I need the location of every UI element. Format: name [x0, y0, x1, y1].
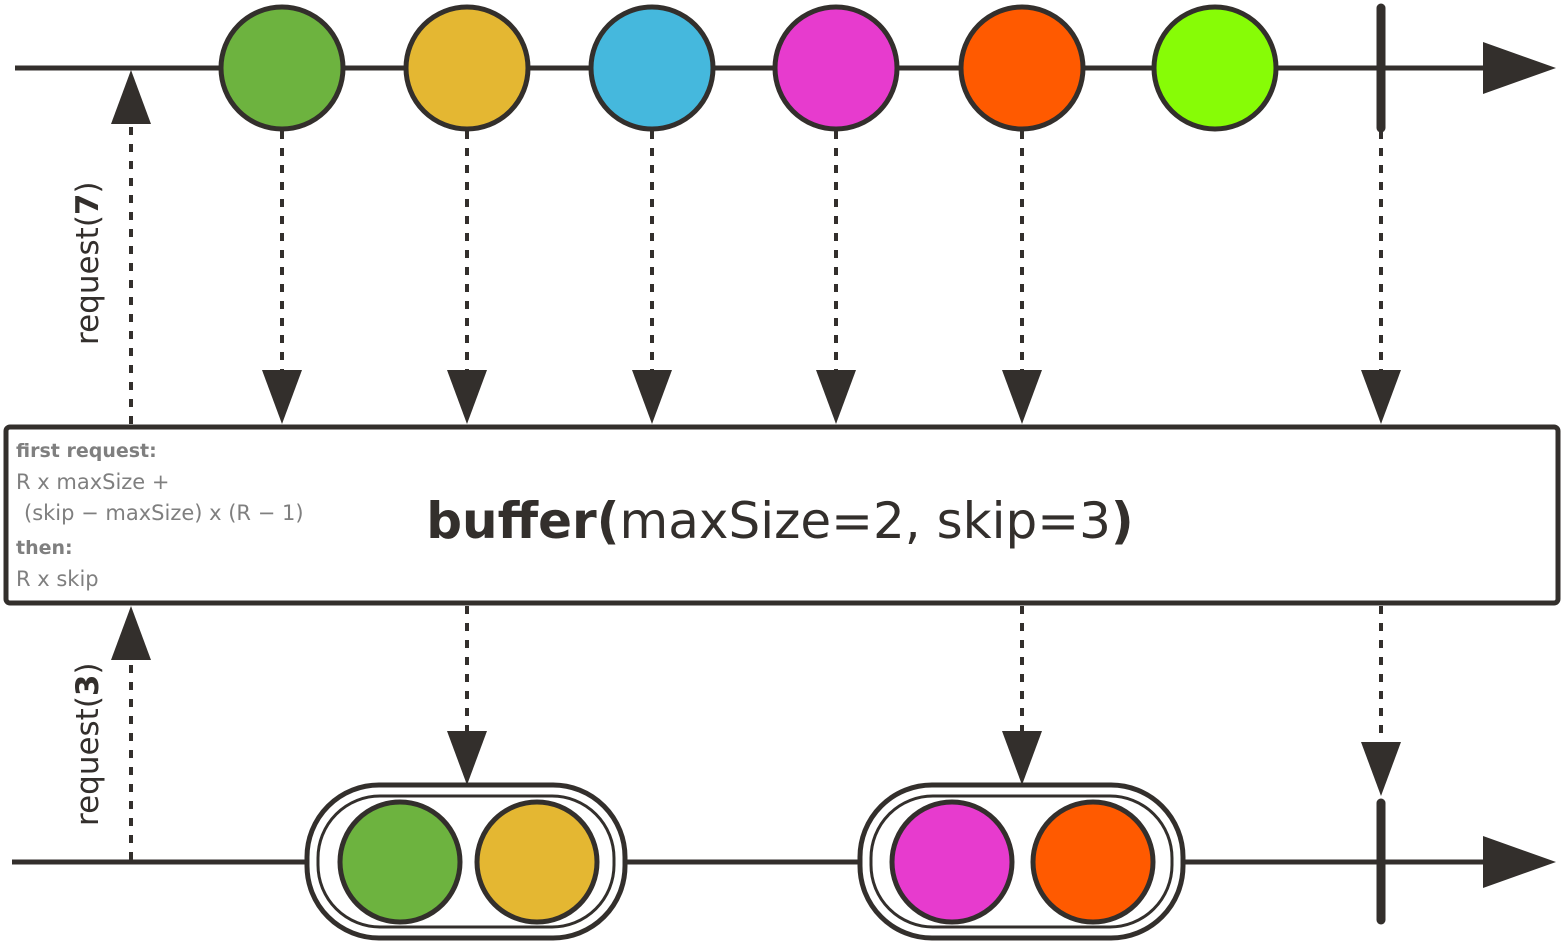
upstream-item-3 [588, 4, 716, 132]
buffer-2-item-1 [889, 799, 1015, 925]
operator-label: buffer(maxSize=2, skip=3) [426, 492, 1134, 550]
buffer-2 [857, 782, 1186, 941]
emission-arrows-upper [280, 131, 1383, 372]
upstream-item-1 [218, 4, 346, 132]
arrow-down-icon [262, 370, 302, 424]
arrow-up-icon [111, 606, 151, 660]
note-formula-line1: R x maxSize + [16, 470, 170, 494]
upstream-item-6 [1151, 4, 1279, 132]
request-note: first request: R x maxSize + (skip − max… [16, 440, 304, 591]
upstream-request-label: request(7) [70, 181, 106, 345]
emission-arrowheads-upper [262, 370, 1401, 424]
operator-box [3, 424, 1561, 606]
arrow-down-icon [447, 370, 487, 424]
upstream-item-4 [772, 4, 900, 132]
upstream-request-arrow [111, 70, 151, 424]
arrow-up-icon [111, 70, 151, 124]
emission-arrows-lower [465, 606, 1383, 744]
arrow-down-icon [632, 370, 672, 424]
note-then-label: then: [16, 537, 73, 559]
arrow-down-icon [1361, 742, 1401, 796]
arrow-down-icon [1002, 370, 1042, 424]
downstream-request-arrow [111, 606, 151, 860]
arrow-down-icon [1361, 370, 1401, 424]
buffer-1-item-2 [474, 799, 600, 925]
buffer-1 [304, 782, 628, 941]
note-then-formula: R x skip [16, 567, 99, 591]
buffer-2-item-2 [1030, 799, 1156, 925]
arrow-down-icon [816, 370, 856, 424]
upstream-marbles [218, 4, 1279, 132]
upstream-item-5 [958, 4, 1086, 132]
buffer-1-item-1 [337, 799, 463, 925]
downstream-request-label: request(3) [70, 662, 106, 826]
emission-arrowheads-lower [447, 731, 1401, 796]
arrow-down-icon [1002, 731, 1042, 785]
downstream-timeline [12, 836, 1556, 888]
downstream-arrow-icon [1483, 836, 1556, 888]
note-formula-line2: (skip − maxSize) x (R − 1) [24, 501, 304, 525]
upstream-item-2 [403, 4, 531, 132]
upstream-arrow-icon [1483, 42, 1556, 94]
arrow-down-icon [447, 731, 487, 785]
note-first-label: first request: [16, 440, 157, 462]
